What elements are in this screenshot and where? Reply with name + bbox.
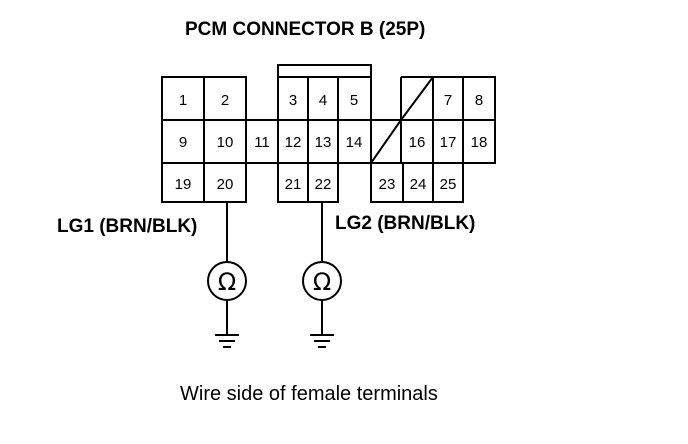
pin-label: 11 [254,134,270,151]
cell-14 [337,119,372,164]
pin-label: 4 [319,92,327,109]
pin-label: 8 [475,92,483,109]
pin-label: 21 [285,176,302,193]
pin-label: 17 [440,134,457,151]
diagram-caption: Wire side of female terminals [180,383,438,405]
pin-label: 24 [410,176,427,193]
pin-label: 18 [471,134,488,151]
pin-label: 13 [315,134,332,151]
pin-label: 7 [444,92,452,109]
blank-cell-15 [369,119,402,164]
pin-label: 23 [379,176,396,193]
cell-18 [462,119,496,164]
wire-label-lg2: LG2 (BRN/BLK) [335,213,476,234]
pin-label: 16 [409,134,426,151]
cell-20 [203,162,247,203]
pin-label: 25 [440,176,457,193]
cell-25 [432,162,464,203]
pin-label: 19 [175,176,192,193]
pin-label: 12 [285,134,302,151]
pin-label: 5 [350,92,358,109]
ground-icon [310,334,334,348]
pin-label: 9 [179,134,187,151]
diagram-title: PCM CONNECTOR B (25P) [185,19,426,40]
wire-label-lg1: LG1 (BRN/BLK) [57,216,198,237]
pin-label: 14 [346,134,363,151]
ohm-symbol: Ω [313,268,331,296]
connector-lock-tab [277,64,372,77]
ohm-symbol: Ω [218,268,236,296]
pin-label: 10 [217,134,234,151]
pin-label: 20 [217,176,234,193]
pin-label: 1 [179,92,187,109]
pin-label: 2 [221,92,229,109]
pin-label: 3 [289,92,297,109]
pin-label: 22 [315,176,332,193]
blank-cell-6-slash [400,76,434,121]
ground-icon [215,334,239,348]
